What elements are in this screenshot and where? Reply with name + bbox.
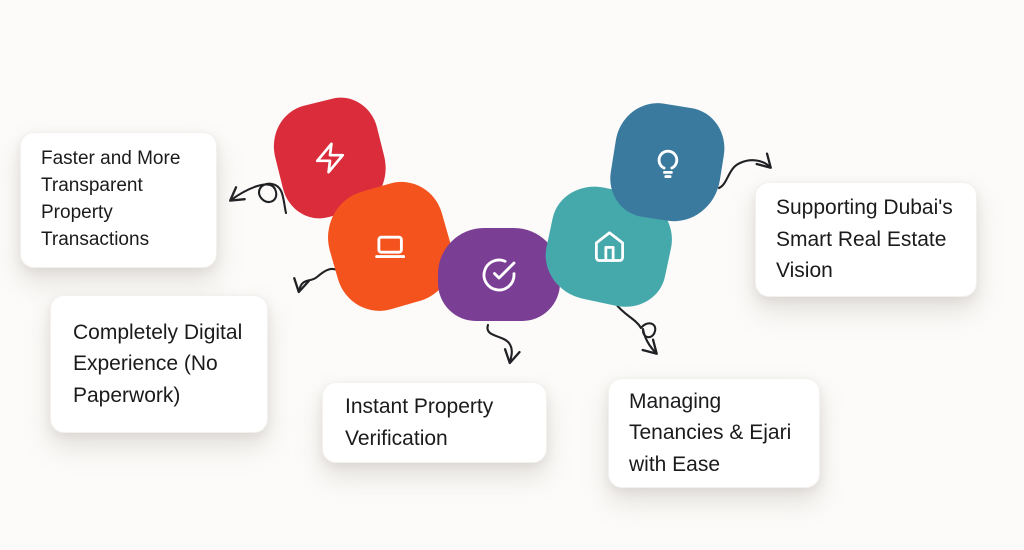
arrow-to-verification-card: [486, 323, 521, 365]
blob-verification: [438, 228, 560, 321]
arrow-to-transactions-card: [228, 182, 288, 215]
card-vision-text: Supporting Dubai's Smart Real Estate Vis…: [776, 196, 953, 283]
blob-digital: [316, 172, 464, 321]
blob-vision: [604, 97, 731, 228]
blob-transactions: [264, 89, 396, 227]
card-digital-text: Completely Digital Experience (No Paperw…: [73, 320, 243, 407]
lightbulb-icon: [650, 145, 686, 181]
laptop-icon: [372, 229, 408, 265]
card-vision: Supporting Dubai's Smart Real Estate Vis…: [755, 182, 977, 297]
card-transactions-text: Faster and More Transparent Property Tra…: [41, 148, 181, 250]
blob-tenancies: [537, 178, 681, 315]
card-digital: Completely Digital Experience (No Paperw…: [50, 295, 268, 433]
card-tenancies-text: Managing Tenancies & Ejari with Ease: [629, 389, 792, 476]
card-transactions: Faster and More Transparent Property Tra…: [20, 132, 217, 268]
bolt-icon: [313, 141, 347, 175]
arrow-to-tenancies-card: [614, 302, 658, 355]
card-tenancies: Managing Tenancies & Ejari with Ease: [608, 378, 820, 488]
card-verification-text: Instant Property Verification: [345, 395, 494, 450]
check-circle-icon: [481, 257, 517, 293]
home-icon: [592, 229, 627, 264]
card-verification: Instant Property Verification: [322, 382, 547, 463]
